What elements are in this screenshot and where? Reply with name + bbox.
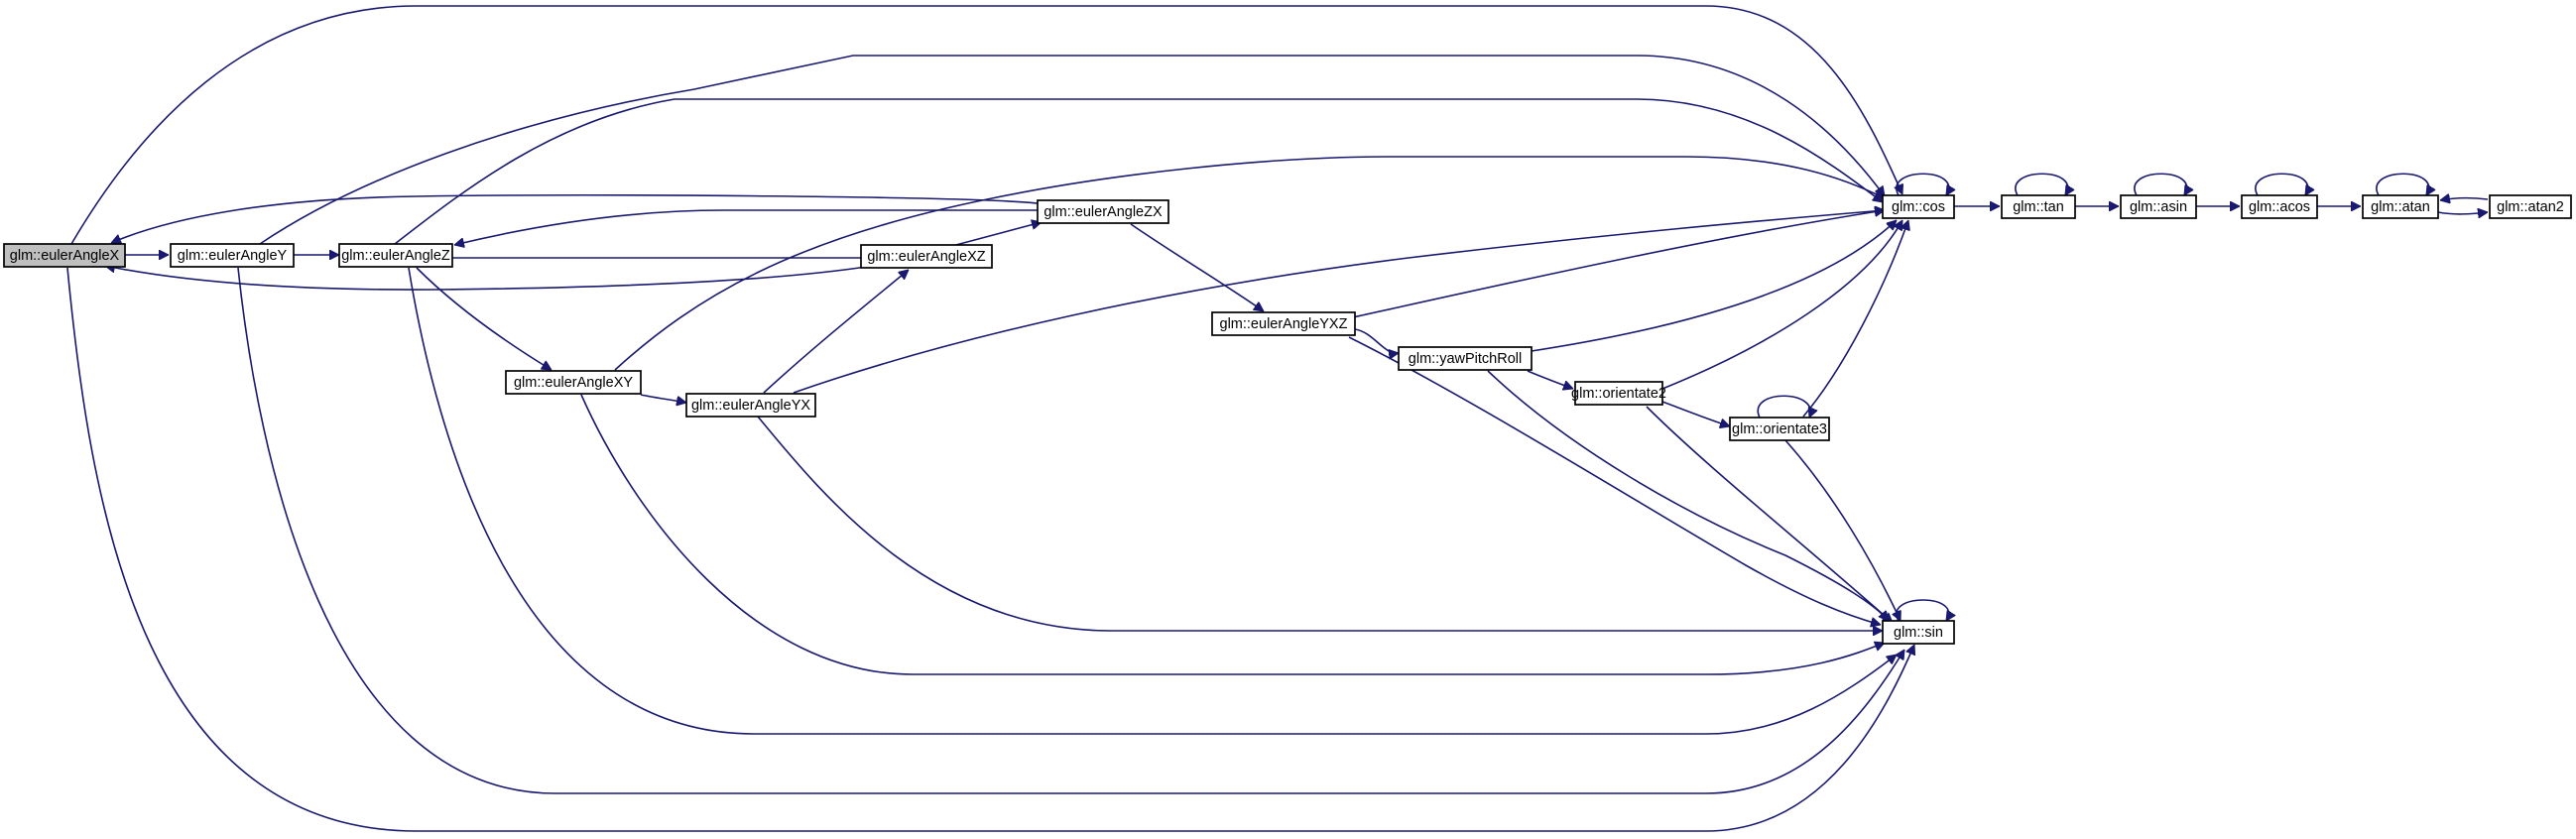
edge-eulerangleY-to-sin	[237, 267, 1905, 794]
edge-eulerangleXZ-to-eulerangleX	[105, 266, 874, 291]
node-euleranglex[interactable]: glm::eulerAngleX	[3, 243, 126, 268]
node-label: glm::eulerAngleYX	[691, 398, 810, 414]
node-label: glm::eulerAngleZ	[341, 248, 450, 264]
edge-yawpitchroll-to-orientate2	[1527, 370, 1573, 389]
node-asin[interactable]: glm::asin	[2120, 194, 2197, 219]
edge-eulerangleyx-to-eulerangleXZ	[763, 270, 909, 394]
node-label: glm::eulerAngleY	[178, 248, 288, 264]
edge-atan-to-atan2	[2437, 212, 2488, 214]
edge-acos-self-loop	[2255, 173, 2308, 195]
node-cos[interactable]: glm::cos	[1882, 194, 1955, 219]
node-tan[interactable]: glm::tan	[2001, 194, 2076, 219]
edge-tan-self-loop	[2015, 173, 2068, 195]
edge-sin-self-loop	[1896, 599, 1949, 621]
edge-orientate3-self-loop	[1757, 395, 1810, 418]
edge-eulerangleXY-to-eulerangleyx	[640, 394, 686, 403]
node-sin[interactable]: glm::sin	[1882, 620, 1955, 645]
edge-eulerangleXY-to-sin	[580, 394, 1885, 675]
node-label: glm::eulerAngleYXZ	[1220, 316, 1348, 332]
node-label: glm::eulerAngleXZ	[867, 249, 985, 265]
node-atan[interactable]: glm::atan	[2362, 194, 2439, 219]
node-label: glm::yawPitchRoll	[1409, 351, 1522, 367]
edge-eulerangleXZ-to-euleranglezx	[951, 222, 1042, 247]
node-euleranglez[interactable]: glm::eulerAngleZ	[338, 243, 453, 268]
node-orientate3[interactable]: glm::orientate3	[1729, 417, 1830, 441]
edge-yawpitchroll-to-cos	[1531, 220, 1897, 352]
edge-euleranglezx-to-euleranglez	[454, 209, 1038, 245]
edge-euleranglez-to-sin	[408, 267, 1897, 735]
edge-eulerangleyxz-to-yawpitchroll	[1354, 328, 1399, 353]
edges	[66, 5, 2489, 832]
edge-eulerangleyx-to-cos	[793, 210, 1885, 394]
edge-asin-self-loop	[2134, 173, 2187, 195]
node-euleranglexy[interactable]: glm::eulerAngleXY	[505, 370, 642, 395]
edge-eulerangleyxz-to-cos	[1352, 210, 1885, 318]
node-yawpitchroll[interactable]: glm::yawPitchRoll	[1398, 346, 1533, 371]
edge-orientate2-to-sin	[1646, 406, 1893, 623]
node-acos[interactable]: glm::acos	[2241, 194, 2318, 219]
edge-euleranglez-to-cos	[394, 98, 1883, 245]
edge-cos-self-loop	[1896, 173, 1949, 195]
node-label: glm::eulerAngleZX	[1043, 204, 1163, 220]
edge-eulerangleY-to-cos	[259, 55, 1885, 245]
node-euleranglexz[interactable]: glm::eulerAngleXZ	[860, 244, 993, 269]
node-label: glm::tan	[2013, 199, 2064, 215]
node-label: glm::cos	[1892, 199, 1945, 215]
edge-yawpitchroll-to-sin	[1487, 370, 1889, 621]
edge-orientate3-to-sin	[1784, 439, 1901, 621]
node-eulerangley[interactable]: glm::eulerAngleY	[170, 243, 295, 268]
node-label: glm::atan2	[2497, 199, 2564, 215]
edge-atan-self-loop	[2376, 173, 2429, 195]
node-label: glm::eulerAngleXY	[514, 375, 633, 391]
node-label: glm::eulerAngleX	[10, 248, 120, 264]
node-orientate2[interactable]: glm::orientate2	[1571, 381, 1666, 406]
node-label: glm::sin	[1894, 625, 1943, 641]
edge-euleranglezx-to-eulerangleX	[111, 194, 1039, 243]
node-euleranglezx[interactable]: glm::eulerAngleZX	[1037, 199, 1169, 224]
edge-orientate2-to-orientate3	[1661, 401, 1730, 426]
edge-eulerangleX-to-cos	[70, 5, 1902, 245]
edge-orientate3-to-cos	[1802, 220, 1908, 418]
node-label: glm::atan	[2371, 199, 2430, 215]
node-label: glm::orientate2	[1571, 386, 1666, 402]
edge-euleranglez-to-eulerangleXY	[416, 267, 552, 371]
node-eulerangleyx[interactable]: glm::eulerAngleYX	[685, 393, 816, 418]
edge-euleranglezx-to-eulerangleyxz	[1130, 223, 1264, 312]
edge-atan2-to-atan	[2440, 198, 2489, 200]
node-atan2[interactable]: glm::atan2	[2489, 194, 2572, 219]
nodes: glm::eulerAngleX glm::eulerAngleY glm::e…	[3, 194, 2572, 645]
edge-orientate2-to-cos	[1661, 220, 1903, 390]
edge-eulerangleyx-to-sin	[757, 416, 1883, 631]
edge-eulerangleX-to-sin	[66, 267, 1914, 832]
node-label: glm::asin	[2130, 199, 2187, 215]
edge-eulerangleyxz-to-sin	[1348, 336, 1881, 625]
node-eulerangleyxz[interactable]: glm::eulerAngleYXZ	[1211, 311, 1356, 336]
node-label: glm::orientate3	[1732, 421, 1827, 437]
edge-eulerangleXY-to-cos	[614, 156, 1885, 371]
node-label: glm::acos	[2249, 199, 2310, 215]
